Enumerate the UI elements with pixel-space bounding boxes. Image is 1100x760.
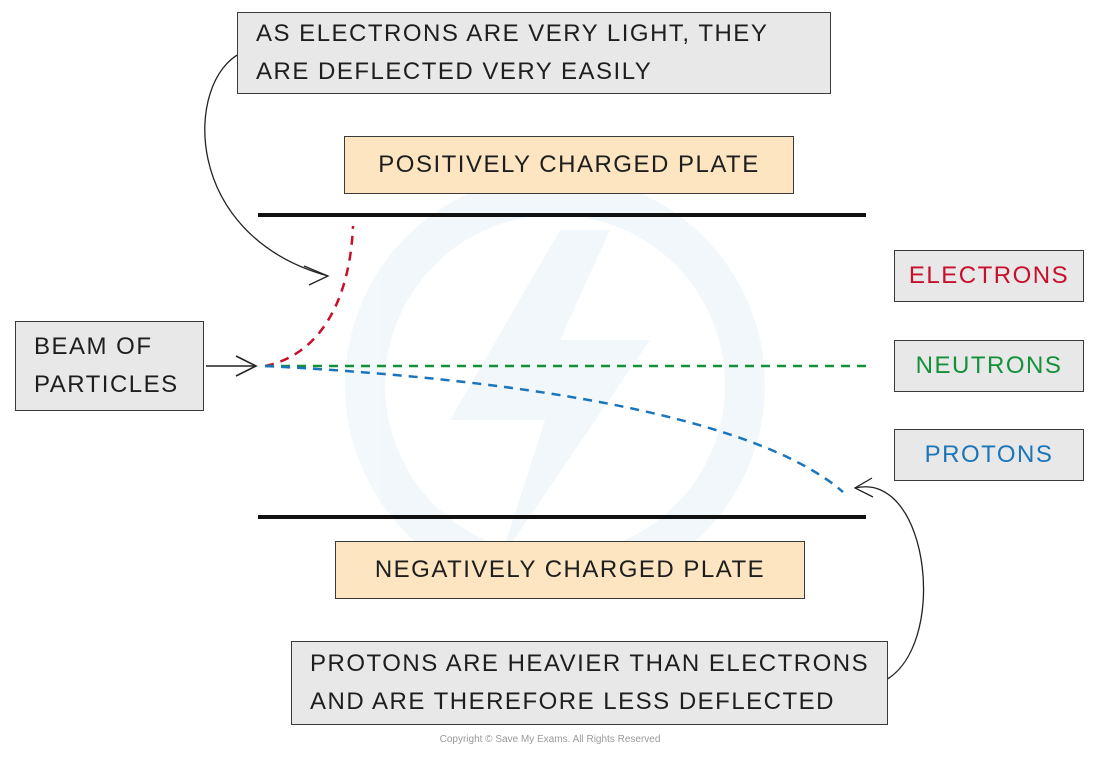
protons-note: PROTONS ARE HEAVIER THAN ELECTRONS AND A…	[291, 641, 888, 725]
legend-electrons: ELECTRONS	[894, 250, 1084, 302]
protons-note-line-1: PROTONS ARE HEAVIER THAN ELECTRONS	[310, 650, 870, 677]
protons-note-line-2: AND ARE THEREFORE LESS DEFLECTED	[310, 688, 835, 715]
legend-electrons-label: ELECTRONS	[908, 262, 1070, 289]
positive-plate-label: POSITIVELY CHARGED PLATE	[344, 136, 794, 194]
positive-plate-text: POSITIVELY CHARGED PLATE	[378, 151, 760, 178]
legend-protons-label: PROTONS	[924, 441, 1054, 468]
copyright-text: Copyright © Save My Exams. All Rights Re…	[439, 734, 661, 745]
negative-plate-text: NEGATIVELY CHARGED PLATE	[374, 556, 766, 583]
legend-protons: PROTONS	[894, 429, 1084, 481]
electrons-note-line-2: ARE DEFLECTED VERY EASILY	[256, 58, 653, 85]
beam-label-line-2: PARTICLES	[34, 371, 179, 398]
legend-neutrons-label: NEUTRONS	[915, 352, 1063, 379]
beam-label-line-1: BEAM OF	[34, 333, 153, 360]
electron-path	[264, 225, 355, 368]
electrons-note-line-1: AS ELECTRONS ARE VERY LIGHT, THEY	[256, 20, 769, 47]
legend-neutrons: NEUTRONS	[894, 340, 1084, 392]
beam-arrow	[206, 355, 258, 377]
negative-plate-label: NEGATIVELY CHARGED PLATE	[335, 541, 805, 599]
electrons-note: AS ELECTRONS ARE VERY LIGHT, THEY ARE DE…	[237, 12, 831, 94]
beam-of-particles-label: BEAM OF PARTICLES	[15, 321, 204, 411]
proton-path	[264, 364, 844, 493]
